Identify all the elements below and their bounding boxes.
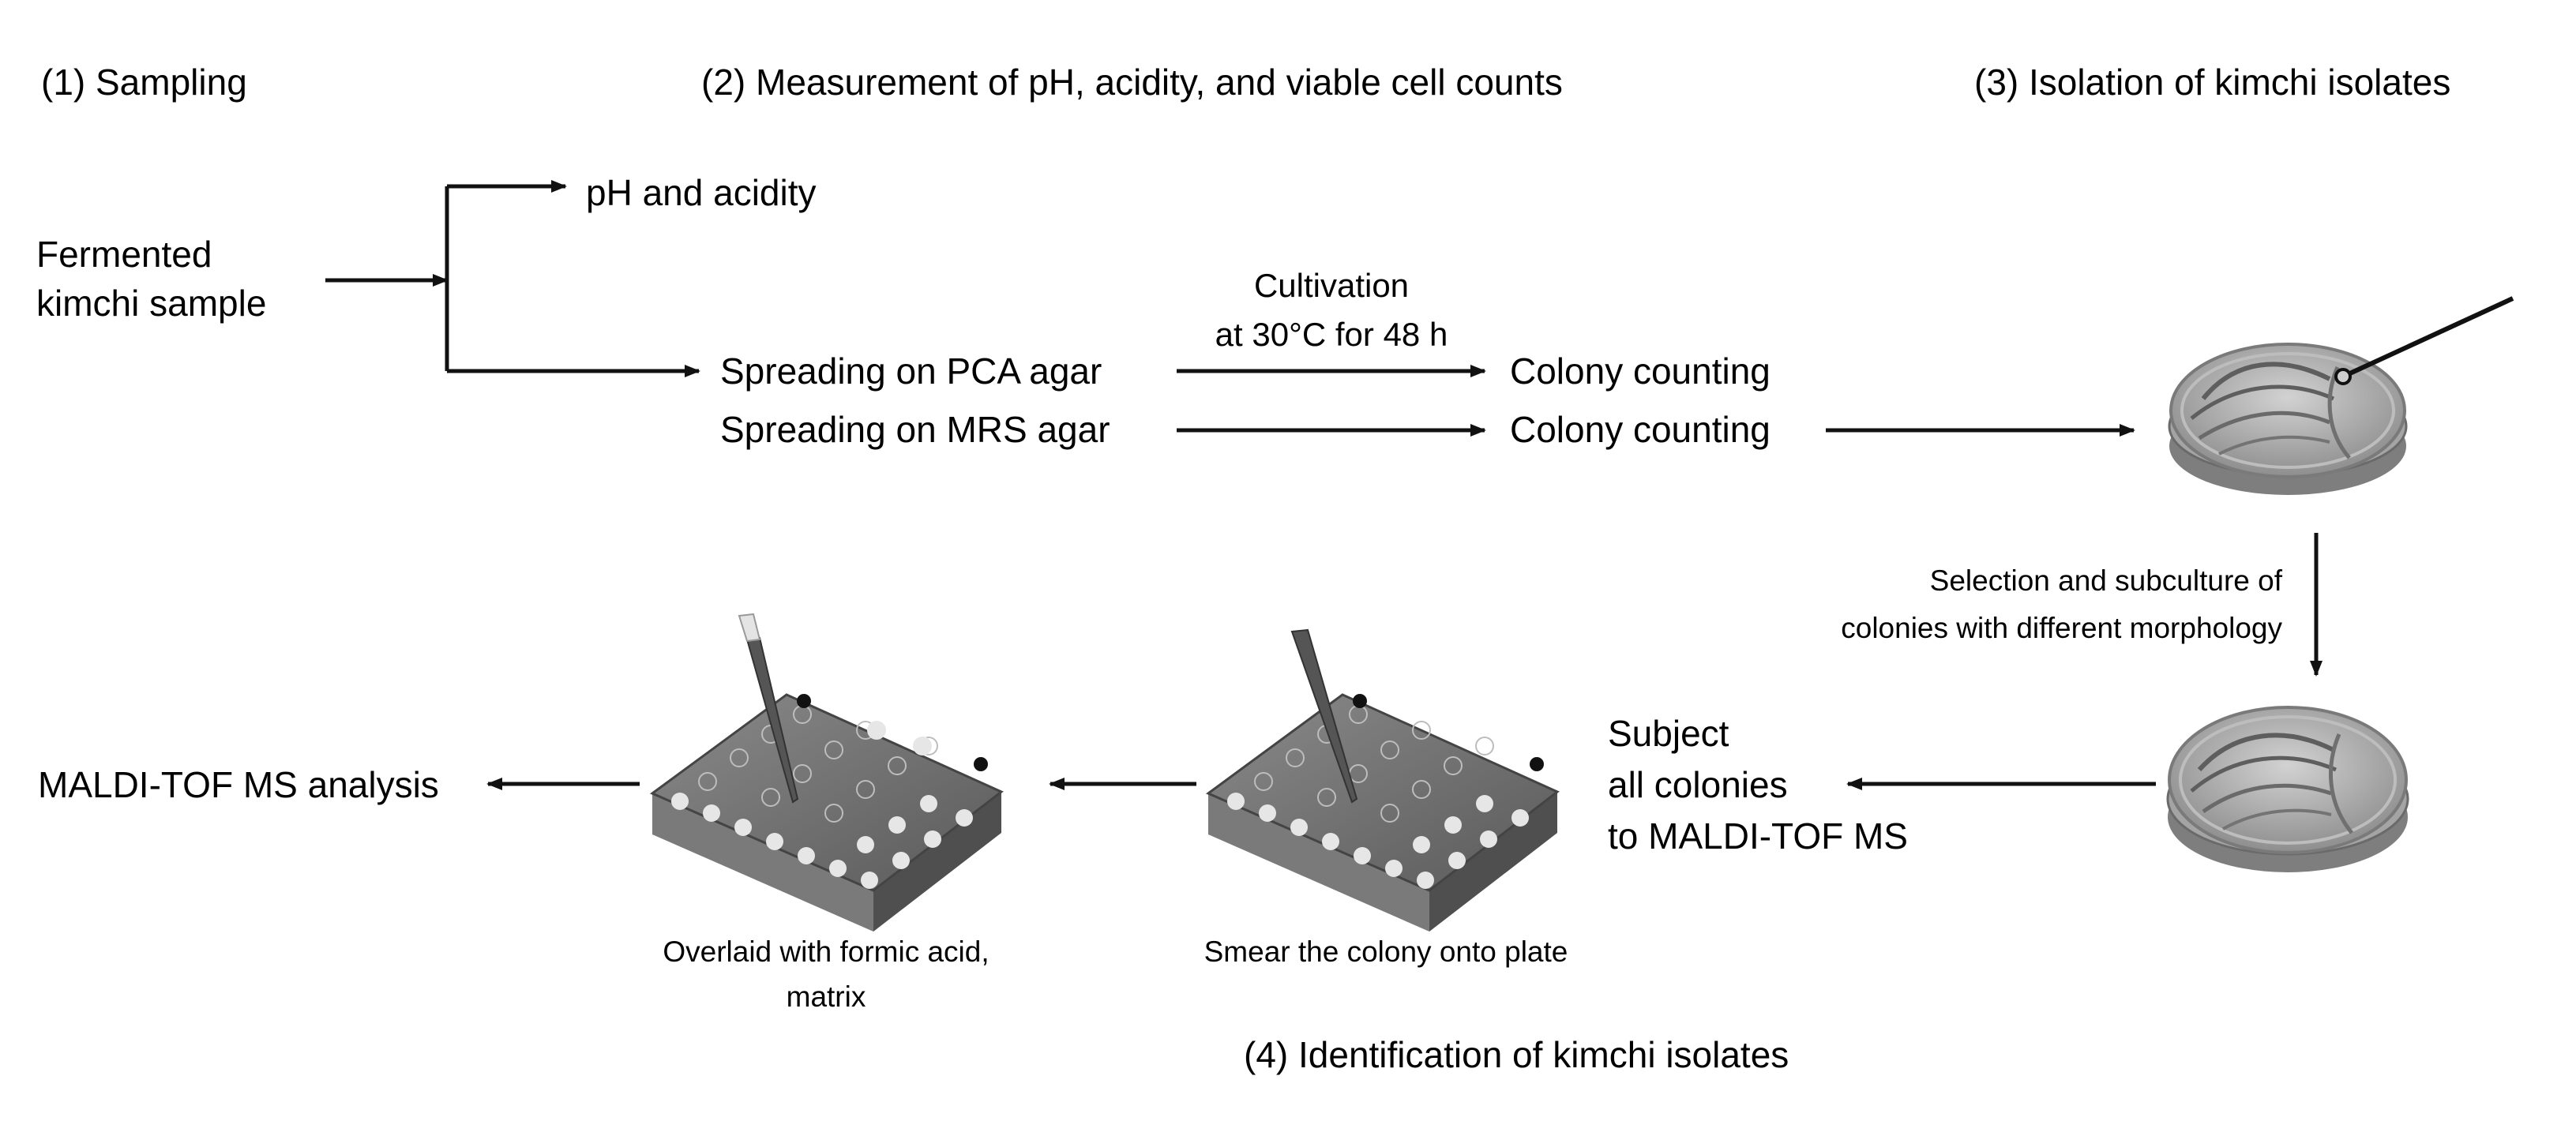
subject-label-line1: Subject [1608, 713, 1729, 754]
ph-acidity-label: pH and acidity [586, 172, 817, 213]
overlay-caption-line1: Overlaid with formic acid, [663, 935, 989, 968]
colony-counting-pca: Colony counting [1510, 351, 1771, 392]
colony-counting-mrs: Colony counting [1510, 409, 1771, 450]
petri-dish-top-icon [2168, 296, 2514, 495]
maldi-analysis-label: MALDI-TOF MS analysis [38, 764, 439, 805]
sample-label-line1: Fermented [36, 234, 212, 275]
pipette-tip-icon [738, 613, 761, 643]
subject-label-line2: all colonies [1608, 764, 1788, 805]
selection-label-line2: colonies with different morphology [1841, 612, 2282, 644]
subject-label-line3: to MALDI-TOF MS [1608, 815, 1908, 857]
section-measurement-heading: (2) Measurement of pH, acidity, and viab… [701, 62, 1563, 103]
cultivation-label-line2: at 30°C for 48 h [1215, 316, 1448, 353]
section-sampling-heading: (1) Sampling [41, 62, 247, 103]
sample-label-line2: kimchi sample [36, 283, 266, 324]
spreading-pca-label: Spreading on PCA agar [720, 351, 1102, 392]
cultivation-label-line1: Cultivation [1254, 267, 1409, 304]
maldi-target-plate-overlay-icon [650, 613, 1004, 932]
petri-dish-bottom-icon [2166, 706, 2409, 872]
inoculation-loop-icon [2341, 296, 2514, 379]
overlay-caption-line2: matrix [787, 980, 866, 1013]
maldi-target-plate-smear-icon [1206, 628, 1560, 932]
pipette-icon [1290, 628, 1358, 804]
selection-label-line1: Selection and subculture of [1930, 564, 2283, 597]
section-isolation-heading: (3) Isolation of kimchi isolates [1974, 62, 2450, 103]
section-identification-heading: (4) Identification of kimchi isolates [1244, 1034, 1789, 1075]
spreading-mrs-label: Spreading on MRS agar [720, 409, 1110, 450]
smear-caption: Smear the colony onto plate [1204, 935, 1568, 968]
